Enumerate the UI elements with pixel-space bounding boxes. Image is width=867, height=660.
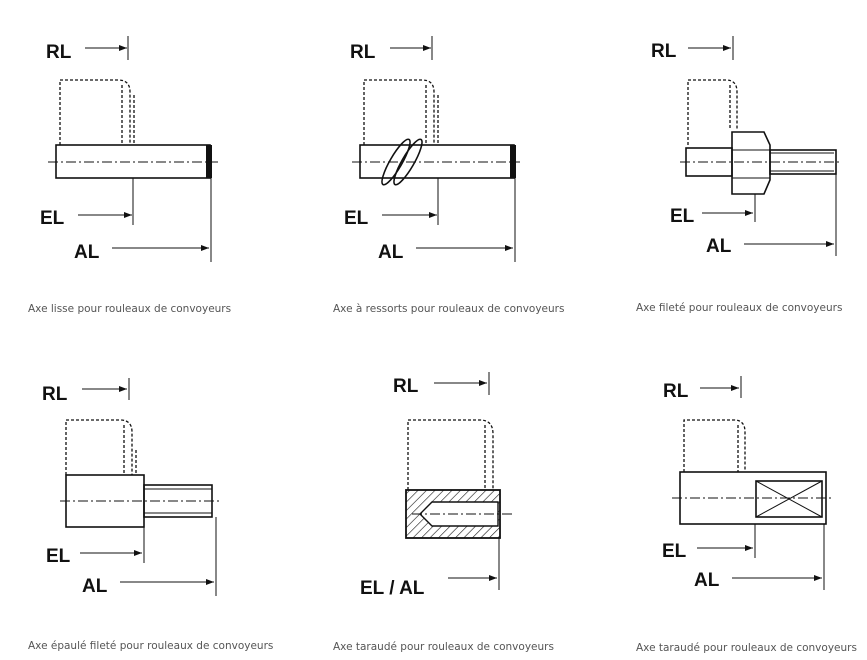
al-label: AL (706, 236, 732, 257)
al-label: AL (82, 576, 108, 597)
caption-threaded-axle: Axe fileté pour rouleaux de convoyeurs (636, 302, 843, 314)
drawing-tapped-axle: RL EL / AL (360, 372, 514, 599)
el-al-label: EL / AL (360, 578, 425, 599)
drawing-spring-axle: RL EL AL (344, 36, 520, 263)
el-label: EL (344, 208, 369, 229)
rl-label: RL (42, 384, 68, 405)
drawing-tapped-square-axle: RL EL AL (662, 376, 834, 591)
rl-label: RL (651, 41, 677, 62)
drawing-shouldered-threaded-axle: RL EL AL (42, 378, 222, 597)
rl-label: RL (393, 376, 419, 397)
drawing-threaded-axle: RL EL AL (651, 36, 842, 257)
caption-tapped-square-axle: Axe taraudé pour rouleaux de convoyeurs (636, 642, 857, 654)
rl-label: RL (663, 381, 689, 402)
caption-spring-axle: Axe à ressorts pour rouleaux de convoyeu… (333, 303, 565, 315)
rl-label: RL (46, 42, 72, 63)
el-label: EL (662, 541, 687, 562)
al-label: AL (378, 242, 404, 263)
al-label: AL (694, 570, 720, 591)
al-label: AL (74, 242, 100, 263)
caption-shouldered-threaded-axle: Axe épaulé fileté pour rouleaux de convo… (28, 640, 274, 652)
el-label: EL (40, 208, 65, 229)
el-label: EL (46, 546, 71, 567)
drawing-plain-axle: RL EL AL (40, 36, 218, 263)
caption-tapped-axle: Axe taraudé pour rouleaux de convoyeurs (333, 641, 554, 653)
rl-label: RL (350, 42, 376, 63)
el-label: EL (670, 206, 695, 227)
caption-plain-axle: Axe lisse pour rouleaux de convoyeurs (28, 303, 232, 315)
